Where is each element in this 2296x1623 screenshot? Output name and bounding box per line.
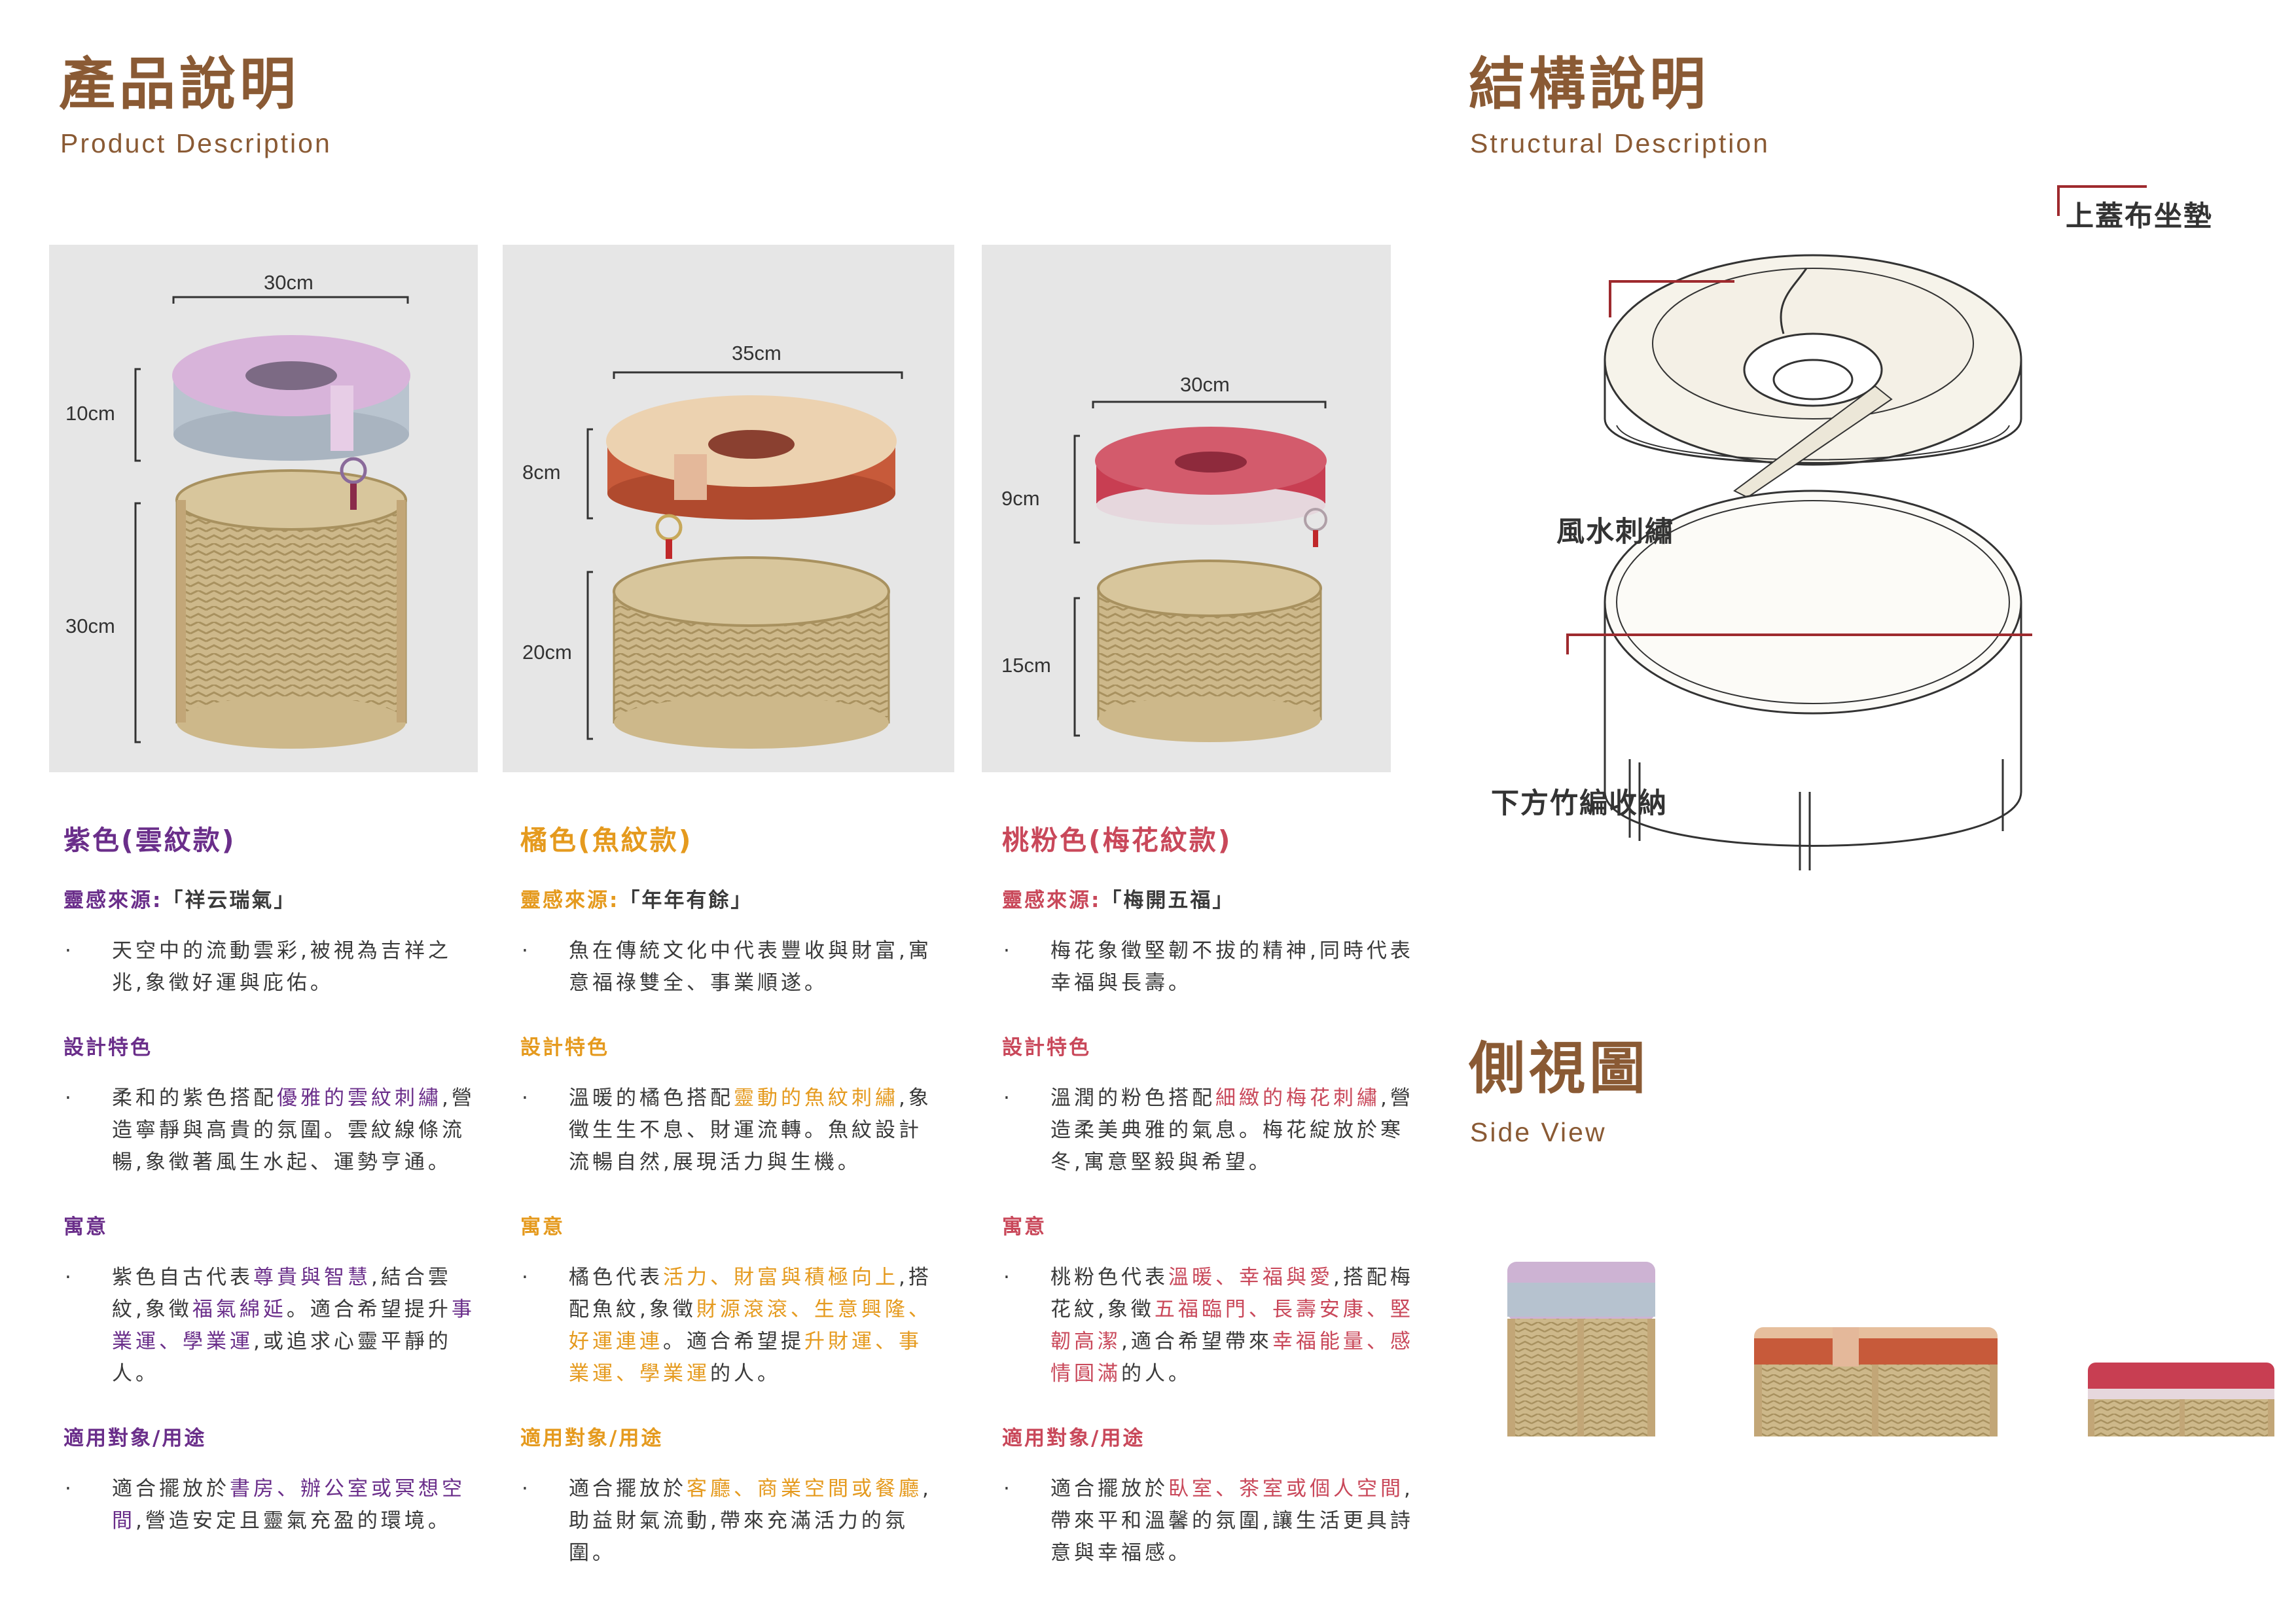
structural-description-subtitle: Structural Description [1470, 128, 1770, 158]
design-label-purple: 設計特色 [63, 1036, 152, 1060]
callout-cushion: 上蓋布坐墊 [2066, 200, 2213, 233]
dim-top-pink: 9cm [1001, 487, 1040, 510]
product-title-orange: 橘色(魚紋款) [520, 825, 693, 856]
callout-embroidery: 風水刺繡 [1556, 516, 1674, 548]
dim-width-orange: 35cm [732, 342, 781, 365]
inspiration-label-pink: 靈感來源:「梅開五福」 [1002, 889, 1235, 912]
inspiration-text-purple: ·天空中的流動雲彩,被視為吉祥之兆,象徵好運與庇佑。 [65, 939, 452, 995]
product-column-purple: 紫色(雲紋款) 靈感來源:「祥云瑞氣」 ·天空中的流動雲彩,被視為吉祥之兆,象徵… [63, 818, 482, 1569]
inspiration-text-pink: ·梅花象徵堅韌不拔的精神,同時代表幸福與長壽。 [1003, 939, 1414, 995]
meaning-label-pink: 寓意 [1002, 1215, 1047, 1239]
side-view-title: 側視圖 [1469, 1036, 1649, 1101]
use-text-orange: ·適合擺放於客廳、商業空間或餐廳,助益財氣流動,帶來充滿活力的氛圍。 [522, 1477, 932, 1565]
dim-bottom-orange: 20cm [522, 641, 572, 664]
inspiration-label-purple: 靈感來源:「祥云瑞氣」 [63, 889, 296, 912]
product-image-orange: 35cm 8cm 20cm [503, 245, 954, 772]
meaning-label-orange: 寓意 [520, 1215, 565, 1239]
side-view-illustration [1507, 1262, 2274, 1436]
inspiration-text-orange: ·魚在傳統文化中代表豐收與財富,寓意福祿雙全、事業順遂。 [522, 939, 932, 995]
dim-top-purple: 10cm [65, 402, 115, 425]
structure-diagram [1566, 185, 2147, 870]
side-product-orange [1754, 1327, 1998, 1436]
dim-width-purple: 30cm [264, 271, 314, 294]
use-text-purple: ·適合擺放於書房、辦公室或冥想空間,營造安定且靈氣充盈的環境。 [65, 1477, 465, 1533]
use-label-pink: 適用對象/用途 [1002, 1427, 1145, 1450]
product-title-purple: 紫色(雲紋款) [63, 825, 236, 856]
dim-bottom-purple: 30cm [65, 615, 115, 637]
dim-top-orange: 8cm [522, 461, 561, 484]
meaning-text-purple: ·紫色自古代表尊貴與智慧,結合雲紋,象徵福氣綿延。適合希望提升事業運、學業運,或… [65, 1266, 475, 1385]
product-description-title: 產品說明 [59, 52, 300, 117]
product-image-pink: 30cm 9cm 15cm [982, 245, 1391, 772]
design-text-orange: ·溫暖的橘色搭配靈動的魚紋刺繡,象徵生生不息、財運流轉。魚紋設計流暢自然,展現活… [522, 1086, 932, 1174]
meaning-text-orange: ·橘色代表活力、財富與積極向上,搭配魚紋,象徵財源滾滾、生意興隆、好運連連。適合… [522, 1266, 932, 1385]
inspiration-label-orange: 靈感來源:「年年有餘」 [520, 889, 753, 912]
use-label-purple: 適用對象/用途 [63, 1427, 207, 1450]
side-product-purple [1507, 1262, 1655, 1436]
dim-bottom-pink: 15cm [1001, 654, 1051, 677]
use-text-pink: ·適合擺放於臥室、茶室或個人空間,帶來平和溫馨的氛圍,讓生活更具詩意與幸福感。 [1003, 1477, 1414, 1565]
side-product-pink [2088, 1363, 2274, 1436]
callout-storage: 下方竹編收納 [1491, 787, 1668, 820]
product-column-pink: 桃粉色(梅花紋款) 靈感來源:「梅開五福」 ·梅花象徵堅韌不拔的精神,同時代表幸… [1002, 818, 1421, 1601]
use-label-orange: 適用對象/用途 [520, 1427, 664, 1450]
product-title-pink: 桃粉色(梅花紋款) [1002, 825, 1232, 856]
product-image-purple: 30cm 10cm 30cm [49, 245, 478, 772]
design-text-purple: ·柔和的紫色搭配優雅的雲紋刺繡,營造寧靜與高貴的氛圍。雲紋線條流暢,象徵著風生水… [65, 1086, 475, 1174]
meaning-label-purple: 寓意 [63, 1215, 108, 1239]
meaning-text-pink: ·桃粉色代表溫暖、幸福與愛,搭配梅花紋,象徵五福臨門、長壽安康、堅韌高潔,適合希… [1003, 1266, 1414, 1385]
structural-description-title: 結構說明 [1469, 52, 1710, 117]
dim-width-pink: 30cm [1180, 373, 1230, 396]
product-description-subtitle: Product Description [60, 128, 332, 158]
design-label-pink: 設計特色 [1002, 1036, 1091, 1060]
design-label-orange: 設計特色 [520, 1036, 609, 1060]
design-text-pink: ·溫潤的粉色搭配細緻的梅花刺繡,營造柔美典雅的氣息。梅花綻放於寒冬,寓意堅毅與希… [1003, 1086, 1414, 1174]
product-column-orange: 橘色(魚紋款) 靈感來源:「年年有餘」 ·魚在傳統文化中代表豐收與財富,寓意福祿… [520, 818, 939, 1601]
side-view-subtitle: Side View [1470, 1117, 1607, 1147]
